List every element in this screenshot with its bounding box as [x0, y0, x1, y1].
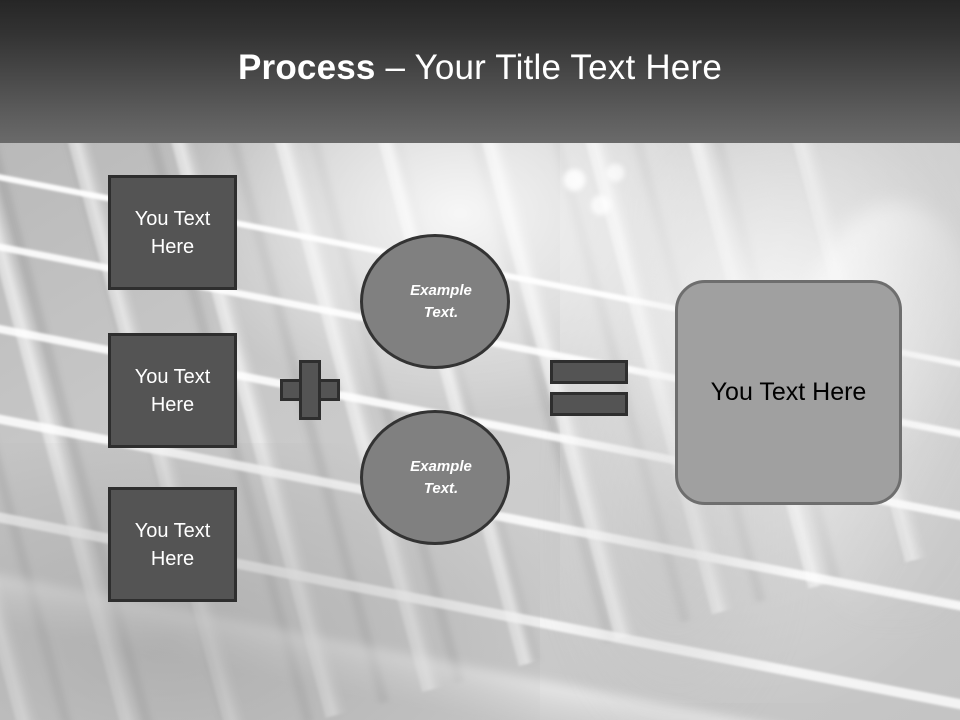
plus-icon: [280, 360, 340, 420]
input-box-3[interactable]: You Text Here: [108, 487, 237, 602]
equals-top-bar: [550, 360, 628, 384]
example-circle-2-label: Example Text.: [410, 457, 472, 497]
plus-center-fill: [302, 382, 318, 398]
slide-header-bar: Process – Your Title Text Here: [0, 0, 960, 143]
input-box-2[interactable]: You Text Here: [108, 333, 237, 448]
input-box-1[interactable]: You Text Here: [108, 175, 237, 290]
page-title-rest: – Your Title Text Here: [385, 48, 722, 87]
page-title-bold: Process: [237, 48, 376, 87]
equals-bottom-bar: [550, 392, 628, 416]
page-title: Process – Your Title Text Here: [0, 48, 960, 88]
input-box-1-label: You Text Here: [134, 207, 211, 258]
example-circle-1-label: Example Text.: [410, 281, 472, 321]
result-box-label: You Text Here: [710, 378, 867, 406]
example-circle-2[interactable]: Example Text.: [360, 410, 510, 545]
input-box-3-label: You Text Here: [134, 519, 211, 570]
input-box-2-label: You Text Here: [134, 365, 211, 416]
equals-icon: [550, 360, 628, 416]
example-circle-1[interactable]: Example Text.: [360, 234, 510, 369]
result-box[interactable]: You Text Here: [675, 280, 902, 505]
